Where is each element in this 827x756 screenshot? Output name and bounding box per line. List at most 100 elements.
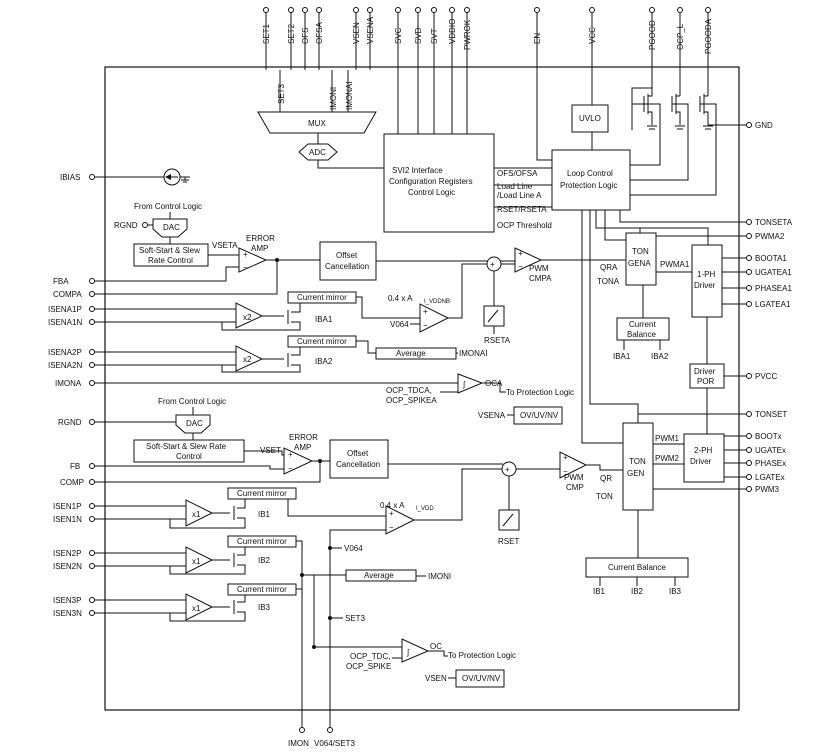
to-prot: To Protection Logic [448,651,516,660]
gain-a-plus: + [423,307,428,316]
offset-line1: Offset [347,449,369,458]
pin-lgatea1: LGATEA1 [755,300,791,309]
gain-minus: − [389,523,394,532]
pin-phasex: PHASEx [755,459,786,468]
ocp-line1: OCP_TDC, [350,652,390,661]
ea-a-plus: + [243,250,248,259]
loop-control-block: Loop Control Protection Logic [536,70,631,211]
ocp-line2: OCP_SPIKE [346,662,391,671]
cba-iba2: IBA2 [651,352,669,361]
dac-a: DAC [163,223,180,232]
pin-isena1n: ISENA1N [48,318,82,327]
pin-isen2n: ISEN2N [53,562,82,571]
pin-vcc: VCC [588,27,597,44]
offset-line2: Cancellation [336,460,380,469]
pin-phasea1: PHASEA1 [755,284,792,293]
svi2-line1: SVI2 Interface [392,166,443,175]
v064-a: V064 [390,320,409,329]
pwm-minus: − [563,467,568,476]
pin-pvcc: PVCC [755,372,777,381]
ton-line2: GEN [627,469,645,478]
offset-a-line2: Cancellation [325,262,369,271]
gain-a-prefix: 0.4 x A [388,294,413,303]
uvlo-block: UVLO [571,70,609,150]
loop-line1: Loop Control [567,169,613,178]
gain-a-minus: − [423,321,428,330]
drv2-line2: Driver [690,457,712,466]
ibias-source [95,168,190,186]
pin-tonset: TONSET [755,410,787,419]
isena2-sense: x2 Current mirror IBA2 Average IMONAI ∫ … [95,335,574,425]
mux-block: MUX SET3 IMONI IMONAI ADC [257,70,384,169]
sum-a-plus: + [490,260,495,269]
ovuvnv-main: OV/UV/NV [462,674,501,683]
pin-isen2p: ISEN2P [53,549,81,558]
tona-tona: TONA [597,277,620,286]
pin-isen1p: ISEN1P [53,502,81,511]
vsen-label: VSEN [425,674,447,683]
ton-line1: TON [629,457,646,466]
pwm-plus: + [563,453,568,462]
cb-ib3: IB3 [669,587,682,596]
mux-in-set3: SET3 [277,83,286,104]
ib2-side: IB2 [258,556,271,565]
cm-2: Current mirror [237,537,287,546]
pin-svt: SVT [430,28,439,44]
sum-plus: + [505,465,510,474]
pin-svd: SVD [414,27,423,44]
amp-x1-3: x1 [192,604,201,613]
pin-isena2p: ISENA2P [48,348,82,357]
ea-a-minus: − [243,263,248,272]
pin-ibias: IBIAS [60,173,80,182]
svi2-out-ocp: OCP Threshold [497,221,552,230]
pin-vddio: VDDIO [448,19,457,44]
amp-x2-a1: x2 [243,313,252,322]
v064-main: V064 [344,544,363,553]
ea-minus: − [288,464,293,473]
cb-ib1: IB1 [593,587,606,596]
softstart-line2: Control [176,452,202,461]
pin-pwma2: PWMA2 [755,232,785,241]
mux-in-imonai: IMONAI [345,82,354,110]
avg-a: Average [396,349,426,358]
pin-imon: IMON [288,739,309,748]
por-line1: Driver [694,367,716,376]
pin-pgood: PGOOD [648,20,657,50]
pwm-a-minus: − [518,262,523,271]
amp-x2-a2: x2 [243,355,252,364]
pwmcmp-line2: CMP [566,483,584,492]
ton-gena-block: TON GENA QRA TONA PWMA1 [597,210,692,286]
ton-qr: QR [600,474,612,483]
softstart-a-line2: Rate Control [148,256,193,265]
svi2-out-loadline: Load Line [497,182,533,191]
ea-line2: AMP [294,443,311,452]
ea-a-line2: AMP [251,244,268,253]
vsena-label: VSENA [478,411,506,420]
pwmcmpa-line1: PWM [529,264,549,273]
pin-fb: FB [70,462,80,471]
pin-svc: SVC [394,27,403,44]
ton-gen-block: TON GEN QR TON PWM1 PWM2 [581,210,746,558]
pin-en: EN [533,33,542,44]
current-balance-block: Current Balance IB1 IB2 IB3 [585,557,689,596]
tona-qra: QRA [600,263,618,272]
pin-rgnd-2: RGND [58,418,82,427]
rseta-label: RSETA [484,336,511,345]
softstart-a-line1: Soft-Start & Slew [139,246,200,255]
offset-a-line1: Offset [336,251,358,260]
isen3-sense: x1 Current mirror IB3 [95,573,304,622]
gain-prefix: 0.4 x A [380,501,405,510]
pin-pwrok: PWROK [463,19,472,50]
a-rail-control: From Control Logic DAC RGND Soft-Start &… [95,202,626,345]
softstart-line1: Soft-Start & Slew Rate [146,442,227,451]
pin-compa: COMPA [53,290,82,299]
tona-line2: GENA [628,259,651,268]
ib3-side: IB3 [258,603,271,612]
pin-imona: IMONA [55,379,82,388]
amp-x1-2: x1 [192,557,201,566]
ea-line1: ERROR [289,433,318,442]
cba-line1: Current [629,320,656,329]
pin-vsena: VSENA [366,16,375,44]
from-ctrl: From Control Logic [158,397,226,406]
